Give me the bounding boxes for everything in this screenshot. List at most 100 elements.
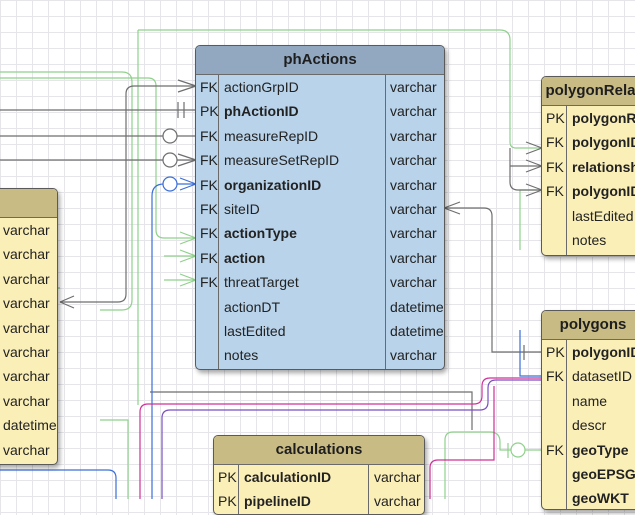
table-row[interactable]: notes [542, 228, 635, 252]
field-type: varchar [3, 343, 50, 360]
field-name: polygonID [572, 344, 635, 360]
table-row[interactable]: PK polygonID [542, 340, 635, 364]
table-row[interactable]: descr [542, 413, 635, 437]
entity-header [0, 189, 57, 218]
crowfoot-marker [59, 295, 75, 309]
zero-circle-marker [510, 442, 526, 458]
field-type: varchar [3, 295, 50, 312]
crowfoot-marker [177, 79, 197, 93]
field-name: measureRepID [224, 127, 319, 144]
table-row[interactable]: varchar [0, 316, 57, 340]
column-divider [218, 74, 219, 369]
crowfoot-marker [179, 273, 197, 287]
column-divider [238, 464, 239, 514]
field-type: varchar [390, 274, 437, 291]
entity-header: calculations [214, 436, 424, 465]
key-cell: PK [546, 110, 565, 126]
key-cell: PK [218, 493, 237, 510]
column-divider [566, 105, 567, 255]
field-name: notes [224, 347, 259, 364]
zero-circle-marker [162, 176, 178, 192]
field-type: datetime [390, 298, 444, 315]
field-type: datetime [3, 417, 57, 434]
field-type: varchar [390, 152, 437, 169]
table-row[interactable]: varchar [0, 218, 57, 242]
key-cell: PK [546, 344, 565, 360]
field-type: varchar [390, 225, 437, 242]
table-row[interactable]: varchar [0, 340, 57, 364]
table-row[interactable]: varchar [0, 267, 57, 291]
table-row[interactable]: FK polygonID [542, 179, 635, 203]
field-type: varchar [390, 79, 437, 95]
crowfoot-marker [525, 141, 543, 155]
field-name: datasetID [572, 368, 632, 385]
key-cell: FK [546, 183, 564, 200]
field-type: varchar [390, 347, 437, 364]
table-row[interactable]: varchar [0, 438, 57, 462]
key-cell: FK [546, 158, 564, 175]
field-type: varchar [390, 127, 437, 144]
field-type: varchar [390, 103, 437, 120]
relation-line-green [0, 71, 133, 311]
field-name: action [224, 249, 266, 266]
field-name: geoEPSG [572, 465, 635, 482]
field-name: actionGrpID [224, 79, 299, 95]
table-row[interactable]: varchar [0, 291, 57, 315]
table-row[interactable]: geoWKT [542, 486, 635, 509]
key-cell: FK [200, 274, 218, 291]
entity-left-table[interactable]: varchar varchar varchar varchar varchar varch… [0, 188, 58, 465]
relation-line-gray [509, 148, 542, 191]
table-row[interactable]: geoEPSG [542, 462, 635, 486]
table-row[interactable]: varchar [0, 364, 57, 388]
table-row[interactable]: varchar [0, 389, 57, 413]
field-name: siteID [224, 200, 260, 217]
relation-line-green [0, 77, 196, 239]
field-name: polygonID [572, 183, 635, 200]
field-type: varchar [3, 392, 50, 409]
relation-line-gray [60, 85, 196, 303]
table-row[interactable]: varchar [0, 242, 57, 266]
table-row[interactable]: lastEdited [542, 204, 635, 228]
relation-line-gray [150, 391, 473, 430]
key-cell: FK [546, 441, 564, 458]
entity-header: phActions [196, 46, 444, 75]
relation-line-blue [519, 330, 542, 377]
field-type: varchar [3, 319, 50, 336]
entity-header: polygons [542, 311, 635, 340]
table-row[interactable]: name [542, 389, 635, 413]
relation-line-green [100, 419, 129, 499]
field-name: calculationID [244, 469, 332, 485]
crowfoot-marker [525, 183, 543, 197]
field-name: name [572, 392, 608, 409]
table-row[interactable]: notes varchar [196, 343, 444, 367]
field-name: geoWKT [572, 490, 629, 507]
key-cell: FK [200, 152, 218, 169]
relation-line-gray [444, 207, 542, 353]
field-type: varchar [3, 246, 50, 263]
entity-header: polygonRelat [542, 77, 635, 106]
table-row[interactable]: datetime [0, 413, 57, 437]
key-cell: PK [200, 103, 219, 120]
